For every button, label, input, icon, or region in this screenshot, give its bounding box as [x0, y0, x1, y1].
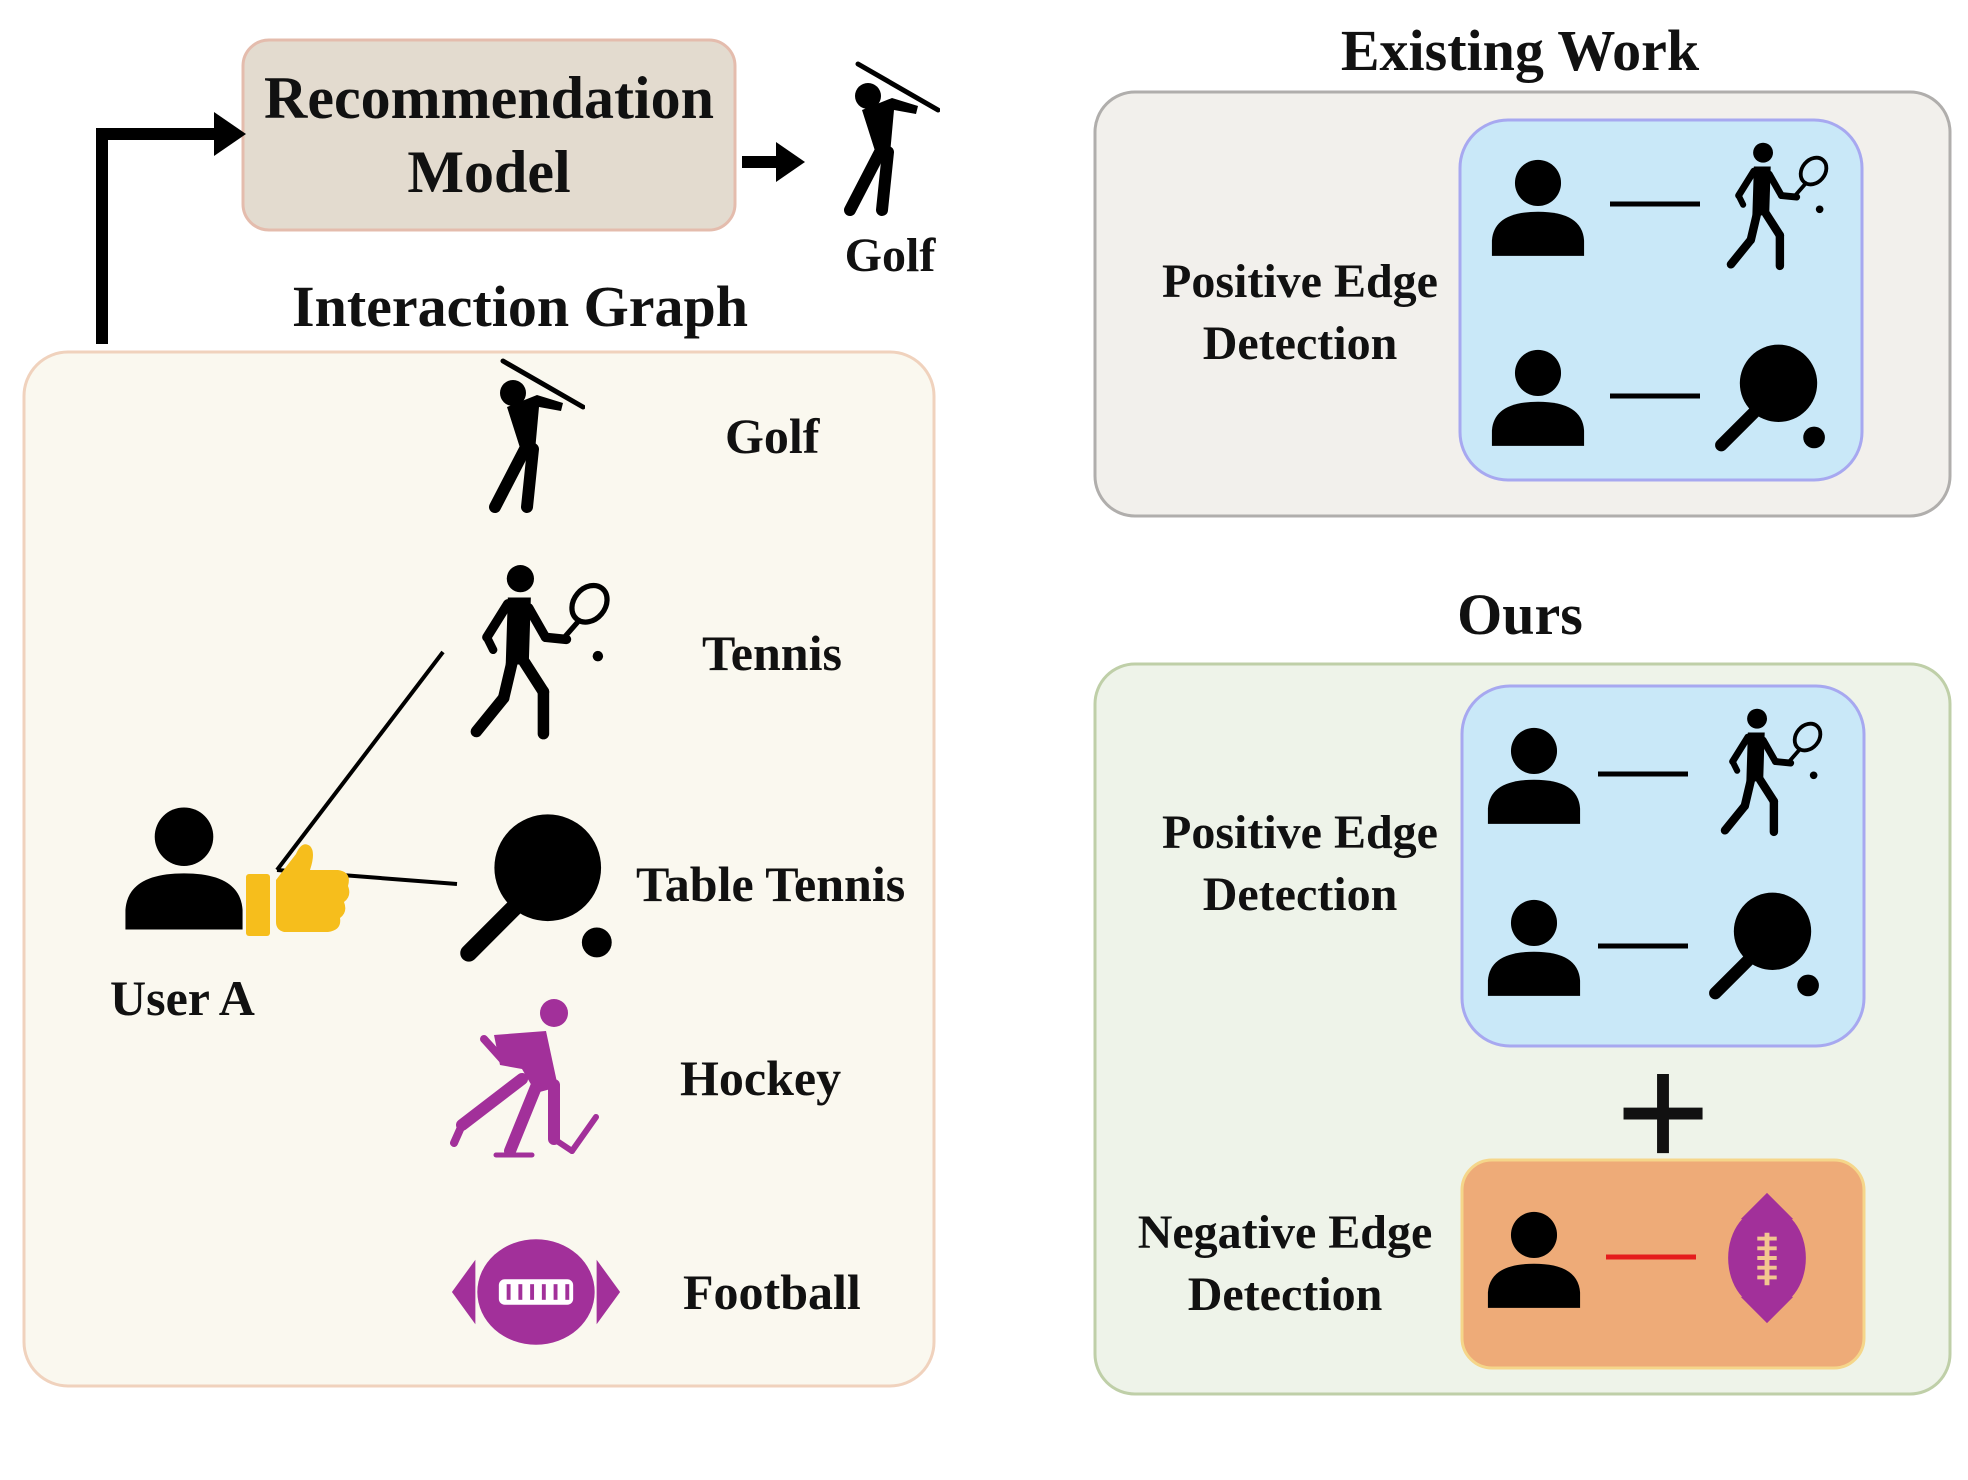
plus-symbol: +: [1614, 1019, 1712, 1207]
model-label-line2: Model: [407, 139, 571, 205]
ours-positive-label-line2: Detection: [1202, 868, 1398, 921]
existing-positive-label-line1: Positive Edge: [1162, 255, 1438, 308]
ours-negative-label-line2: Detection: [1187, 1268, 1383, 1321]
user-a-label: User A: [110, 970, 255, 1026]
graph-to-model-arrowhead: [214, 112, 246, 156]
item-label-hockey: Hockey: [680, 1050, 842, 1106]
ours-title: Ours: [1457, 582, 1583, 647]
item-label-tennis: Tennis: [702, 625, 842, 681]
graph-to-model-arrow: [96, 128, 226, 344]
output-golfer-icon: [850, 64, 938, 210]
interaction-graph-panel: [22, 350, 936, 1388]
item-label-table-tennis: Table Tennis: [636, 856, 906, 912]
model-output-label: Golf: [844, 229, 936, 282]
model-label-line1: Recommendation: [264, 65, 714, 131]
model-output-arrowhead: [776, 142, 805, 182]
edge-user-tennis: [275, 650, 445, 872]
existing-positive-label-line2: Detection: [1202, 317, 1398, 370]
item-label-golf: Golf: [725, 408, 820, 464]
item-label-football: Football: [683, 1264, 861, 1320]
ours-positive-label-line1: Positive Edge: [1162, 806, 1438, 859]
existing-work-title: Existing Work: [1340, 18, 1700, 83]
interaction-graph-title: Interaction Graph: [292, 274, 748, 339]
ours-negative-label-line1: Negative Edge: [1137, 1206, 1433, 1259]
